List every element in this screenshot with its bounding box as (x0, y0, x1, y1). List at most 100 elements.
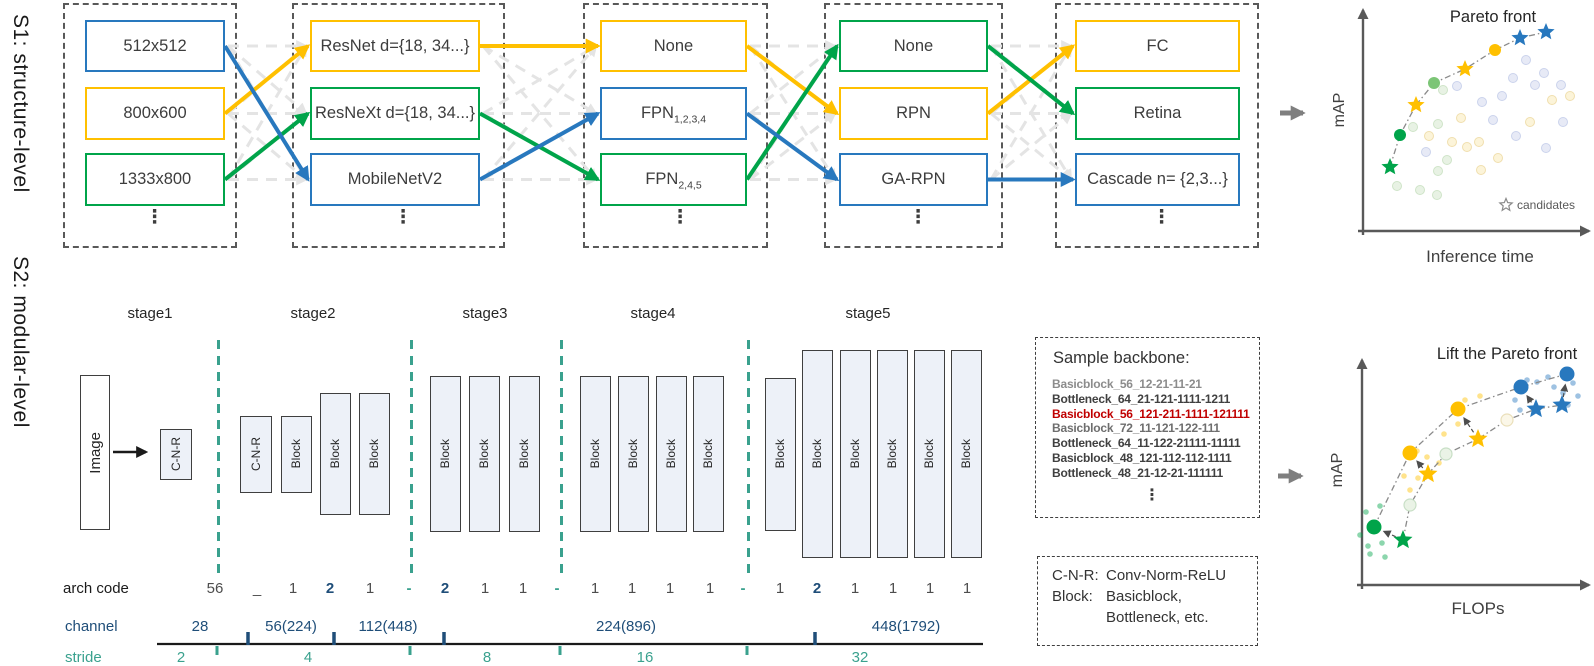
candidate-bg-dot (1438, 85, 1448, 95)
block: Block (468, 376, 500, 532)
scatter-dot (1570, 380, 1576, 386)
stage-separator (560, 340, 563, 578)
candidate-bg-dot (1547, 95, 1557, 105)
option-label-subscript: 2,4,5 (678, 179, 702, 192)
s1-option-mobilenetv2: MobileNetV2 (310, 153, 480, 206)
backbone-code-line: Basicblock_56_121-211-1111-121111 (1052, 406, 1250, 421)
block: Block (913, 350, 945, 558)
front-dot-green (1394, 129, 1406, 141)
image-box: Image (80, 375, 110, 530)
legend-value: Basicblock, (1106, 588, 1182, 605)
lifted-dot-yellow (1450, 401, 1466, 417)
front-star-green (1381, 158, 1399, 175)
option-label: None (893, 36, 934, 55)
front-dot-yellow (1489, 44, 1501, 56)
block: Block (839, 350, 871, 558)
legend-value: Bottleneck, etc. (1106, 609, 1209, 626)
stride-value: 16 (636, 649, 654, 666)
legend-row: C-N-R: Conv-Norm-ReLU (1052, 567, 1257, 584)
s1-option-resnet-d-18-34: ResNet d={18, 34...} (310, 20, 480, 72)
candidate-bg-dot (1541, 143, 1551, 153)
faint-arrow (227, 112, 308, 181)
candidate-bg-dot (1565, 91, 1575, 101)
candidate-bg-dot (1415, 185, 1425, 195)
lift-arrow (1526, 394, 1535, 404)
pale-point (1403, 498, 1417, 512)
backbone-code-line: Basicblock_48_121-112-112-1111 (1052, 450, 1232, 465)
scatter-dot (1365, 543, 1371, 549)
legend-value: Conv-Norm-ReLU (1106, 567, 1227, 584)
lift-arrow (1463, 416, 1475, 433)
block: Block (950, 350, 982, 558)
lifted-dot-yellow (1402, 445, 1418, 461)
legend-key: Block: (1052, 588, 1093, 605)
block: Block (280, 415, 312, 493)
y-axis-label: mAP (1329, 453, 1346, 488)
s1-option-none: None (839, 20, 988, 72)
faint-arrow (990, 112, 1073, 181)
option-label-subscript: 1,2,3,4 (673, 113, 707, 126)
block: Block (692, 376, 724, 532)
stride-value: 32 (851, 649, 869, 666)
arch-code-token: 1 (775, 580, 785, 597)
lifted-front-line (1373, 373, 1568, 528)
scatter-dot (1551, 384, 1557, 390)
candidate-bg-dot (1433, 119, 1443, 129)
stage-separator (217, 340, 220, 578)
x-axis-label: FLOPs (1452, 599, 1505, 618)
scatter-dot (1382, 554, 1388, 560)
stage-label-stage2: stage2 (290, 305, 336, 322)
candidate-star-yellow (1468, 429, 1488, 448)
candidate-bg-dot (1539, 68, 1549, 78)
faint-arrow (990, 112, 1073, 181)
selected-path-arrows (223, 38, 1076, 187)
faint-arrow (481, 45, 598, 182)
block: Block (508, 376, 540, 532)
s1-option-fpn: FPN1,2,3,4 (600, 87, 747, 140)
arch-code-token: 1 (627, 580, 637, 597)
selected-arrow-green (745, 43, 839, 181)
selected-arrow-blue (745, 111, 840, 182)
s1-option-rpn: RPN (839, 87, 988, 140)
stride-value: 4 (303, 649, 313, 666)
candidate-bg-dot (1525, 117, 1535, 127)
option-label: FPN1,2,3,4 (640, 104, 707, 126)
option-label: ResNeXt d={18, 34...} (314, 104, 476, 122)
option-label: 1333x800 (118, 170, 192, 188)
arch-code-token: 1 (480, 580, 490, 597)
s1-option-resnext-d-18-34: ResNeXt d={18, 34...} (310, 87, 480, 140)
arch-code-token: 1 (888, 580, 898, 597)
scatter-dot (1424, 454, 1430, 460)
legend-label: candidates (1517, 198, 1575, 212)
chart-title: Pareto front (1450, 8, 1537, 26)
s1-option-fpn: FPN2,4,5 (600, 153, 747, 206)
candidate-bg-dot (1424, 131, 1434, 141)
option-label: FPN2,4,5 (645, 170, 702, 192)
candidate-bg-dot (1432, 190, 1442, 200)
front-star-yellow (1407, 96, 1425, 113)
block: Block (764, 377, 796, 531)
cnr-block-legend-box: C-N-R: Conv-Norm-ReLU Block: Basicblock,… (1037, 556, 1258, 646)
channel-value: 448(1792) (871, 618, 941, 635)
option-label: Cascade n= {2,3...} (1087, 170, 1228, 188)
arch-code-token: - (554, 580, 560, 597)
chart-title: Lift the Pareto front (1437, 345, 1578, 363)
arch-code-token: 1 (590, 580, 600, 597)
candidate-bg-dot (1488, 115, 1498, 125)
x-axis-label: Inference time (1426, 247, 1534, 266)
block: Block (319, 393, 351, 515)
scatter-dot (1407, 487, 1413, 493)
lifted-dot-blue (1559, 366, 1575, 382)
selected-arrow-yellow (223, 44, 311, 116)
stride-value: 8 (482, 649, 492, 666)
s1-option-1333x800: 1333x800 (85, 153, 225, 206)
candidate-bg-dot (1433, 166, 1443, 176)
s1-arrows-svg (223, 38, 1076, 187)
block: Block (579, 376, 611, 532)
arch-code-token: 1 (288, 580, 298, 597)
selected-arrow-green (223, 111, 311, 182)
selected-arrow-green (986, 44, 1076, 116)
candidate-bg-dot (1408, 122, 1418, 132)
